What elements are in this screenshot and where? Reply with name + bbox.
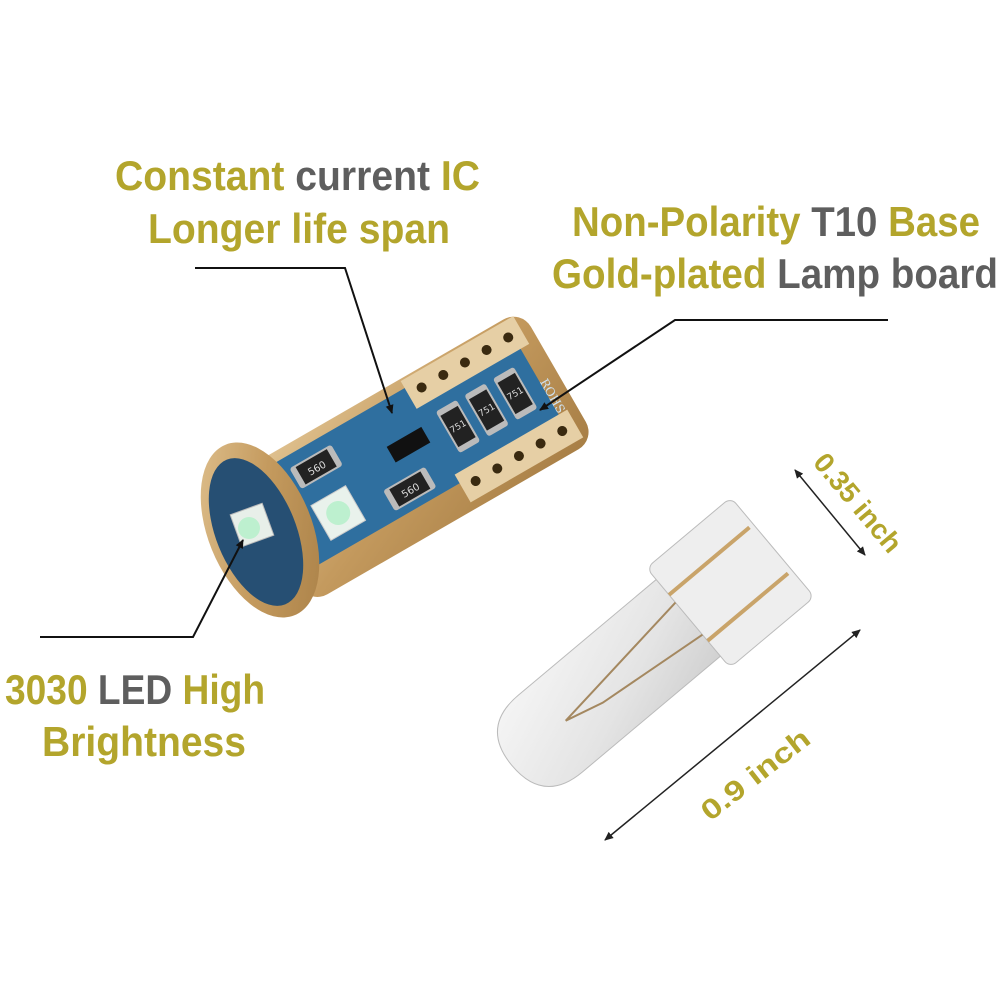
label-part: T10 — [811, 198, 888, 245]
dimension-arrow-length — [604, 629, 861, 841]
label-part: 3030 — [5, 666, 98, 713]
resistor: 751 — [493, 367, 537, 420]
label-part: Brightness — [42, 718, 246, 765]
constant-current-ic — [386, 426, 431, 463]
callout-line-base — [539, 319, 888, 411]
callout-led: 3030 LED High Brightness — [5, 666, 265, 765]
dimension-arrow-width — [794, 469, 866, 556]
svg-text:3030 LED High: 3030 LED High — [5, 666, 265, 713]
svg-text:Constant current IC: Constant current IC — [115, 152, 480, 199]
label-part: LED — [98, 666, 183, 713]
label-part: Constant — [115, 152, 295, 199]
callout-ic: Constant current IC Longer life span — [115, 152, 480, 252]
dimension-length-label: 0.9 inch — [695, 722, 817, 826]
svg-text:Gold-plated Lamp board: Gold-plated Lamp board — [552, 250, 998, 297]
resistor: 751 — [436, 400, 480, 453]
svg-text:Non-Polarity T10 Base: Non-Polarity T10 Base — [572, 198, 980, 245]
label-part: Lamp board — [777, 250, 998, 297]
label-part: Gold-plated — [552, 250, 777, 297]
label-part: current — [295, 152, 441, 199]
callout-base: Non-Polarity T10 Base Gold-plated Lamp b… — [552, 198, 998, 297]
label-part: High — [183, 666, 265, 713]
resistor: 560 — [290, 445, 342, 489]
callout-line-ic — [195, 267, 394, 414]
resistor: 751 — [465, 384, 508, 436]
resistor: 560 — [384, 467, 436, 511]
label-part: IC — [441, 152, 480, 199]
callout-line-led — [40, 539, 244, 638]
label-part: Non-Polarity — [572, 198, 811, 245]
label-part: Longer life span — [148, 205, 450, 252]
label-part: Base — [888, 198, 980, 245]
led-bulb-image: 560 560 751 751 751 ROHS — [200, 316, 589, 618]
